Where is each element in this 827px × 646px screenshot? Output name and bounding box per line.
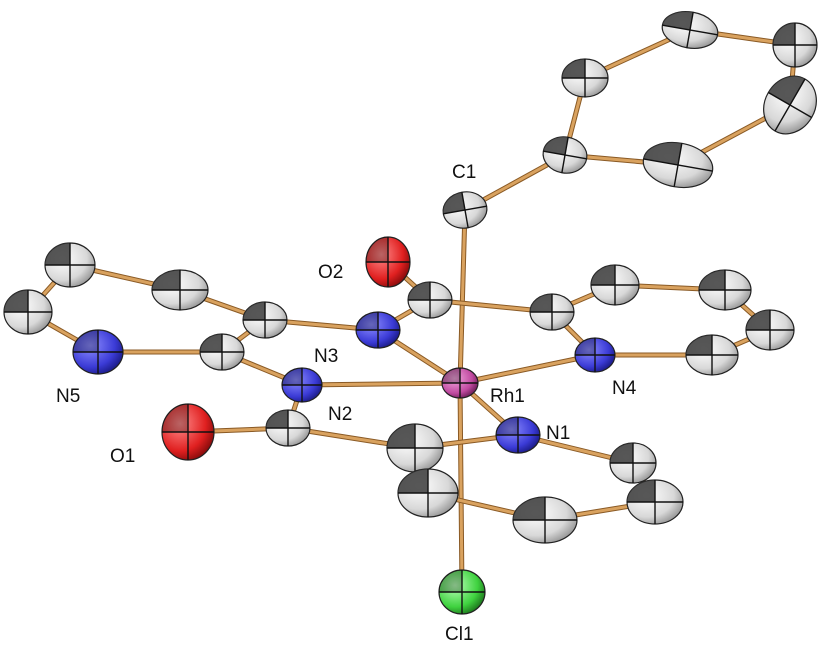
atom-o2 bbox=[365, 236, 411, 288]
label-cl1: Cl1 bbox=[445, 624, 474, 645]
atom-cl1 bbox=[438, 569, 486, 615]
atom-cp5 bbox=[642, 141, 714, 189]
atom-r3 bbox=[698, 269, 752, 311]
bond-rh1-cl1 bbox=[457, 380, 465, 595]
label-n5: N5 bbox=[56, 386, 80, 407]
label-c1: C1 bbox=[452, 162, 476, 183]
atom-l2 bbox=[44, 242, 96, 288]
atom-l3 bbox=[151, 269, 209, 311]
atom-cc1 bbox=[265, 409, 311, 447]
atom-b4 bbox=[609, 442, 657, 484]
atom-o1 bbox=[161, 403, 215, 461]
atom-rh1 bbox=[441, 367, 479, 399]
atom-l4 bbox=[242, 301, 288, 339]
atom-b0 bbox=[386, 423, 444, 473]
atom-n3 bbox=[355, 311, 401, 349]
atom-r1 bbox=[529, 293, 575, 331]
atom-b1 bbox=[397, 468, 459, 518]
atom-cc2 bbox=[407, 281, 453, 319]
atom-b3 bbox=[626, 479, 684, 525]
atom-r5 bbox=[685, 334, 739, 376]
atom-n5 bbox=[72, 329, 124, 375]
label-n4: N4 bbox=[612, 378, 637, 399]
atom-l5 bbox=[199, 333, 245, 371]
atom-cp4 bbox=[763, 75, 817, 135]
bond-rh1-n4 bbox=[457, 352, 598, 386]
atom-b2 bbox=[512, 496, 578, 544]
atom-cp2 bbox=[661, 11, 719, 49]
label-rh1: Rh1 bbox=[490, 386, 525, 407]
atom-r2 bbox=[590, 264, 640, 306]
bond-rh1-n2 bbox=[299, 380, 463, 388]
label-n3: N3 bbox=[314, 346, 338, 367]
atom-labels: C1 O2 N3 N5 N4 Rh1 N2 N1 O1 Cl1 bbox=[56, 162, 637, 645]
atom-n4 bbox=[574, 337, 616, 373]
atoms bbox=[3, 11, 818, 615]
atom-cph bbox=[542, 136, 588, 174]
atom-n1 bbox=[495, 416, 541, 454]
label-n2: N2 bbox=[328, 404, 352, 425]
label-o2: O2 bbox=[318, 262, 343, 283]
label-o1: O1 bbox=[110, 446, 135, 467]
atom-l1 bbox=[3, 289, 53, 335]
bond-c1-rh1 bbox=[457, 207, 468, 386]
atom-r4 bbox=[745, 309, 795, 351]
label-n1: N1 bbox=[546, 423, 570, 444]
atom-c1 bbox=[442, 191, 488, 229]
atom-n2 bbox=[281, 367, 323, 403]
atom-cp1 bbox=[561, 58, 609, 98]
atom-cp3 bbox=[772, 22, 818, 68]
